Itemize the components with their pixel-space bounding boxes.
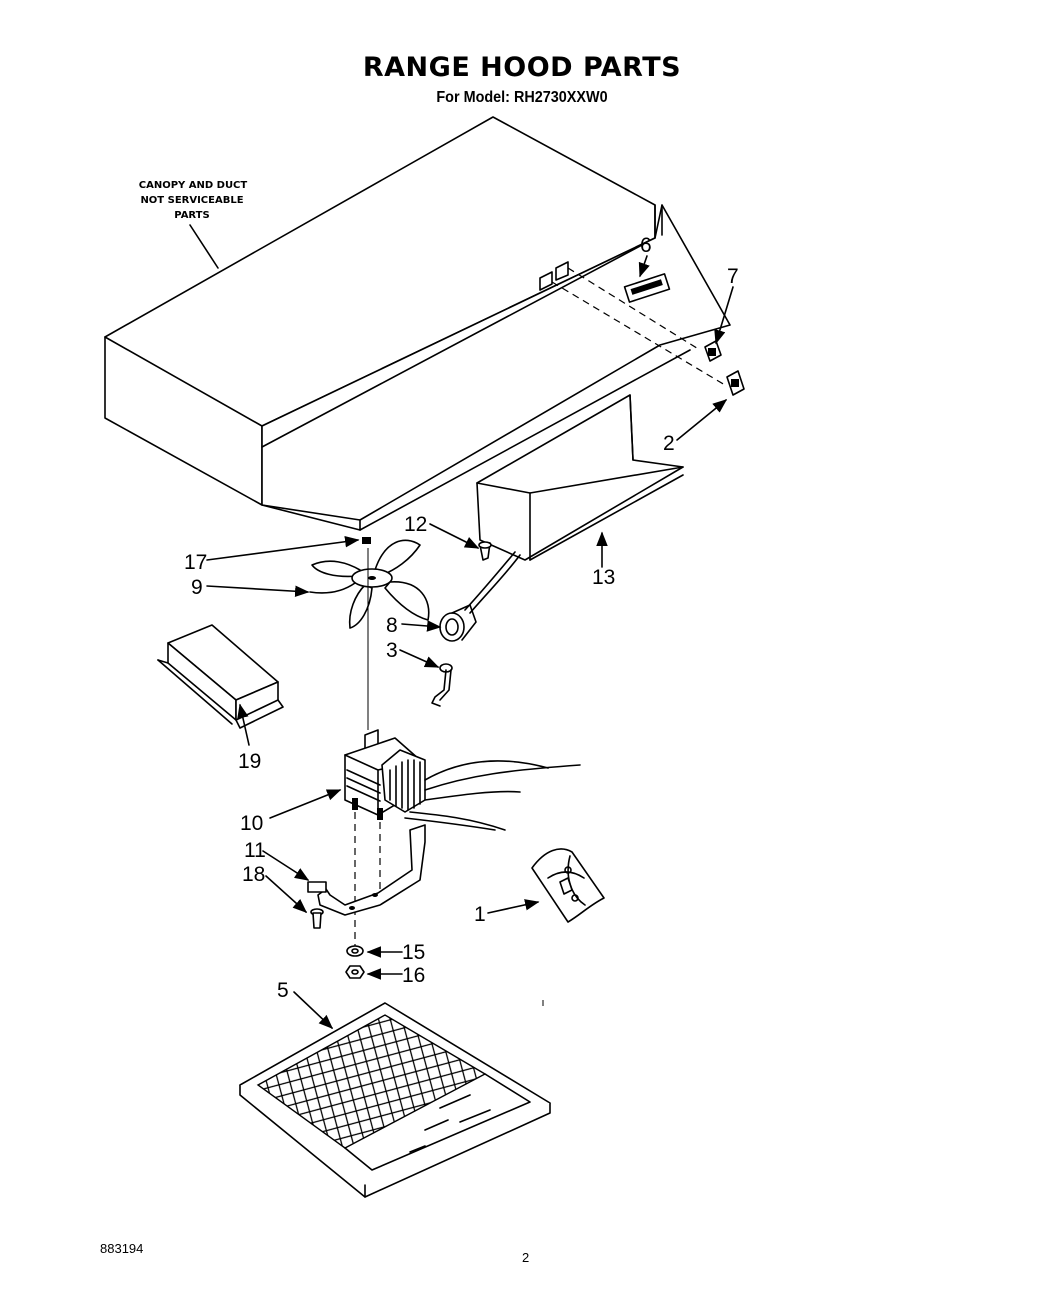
- note-line-1: CANOPY AND DUCT: [139, 180, 248, 191]
- callout-13: 13: [592, 566, 615, 589]
- fan-nut-part: [362, 537, 371, 544]
- page-title: RANGE HOOD PARTS: [362, 52, 682, 83]
- callout-2: 2: [663, 432, 675, 455]
- note-line-3: PARTS: [174, 210, 209, 221]
- callout-8: 8: [386, 614, 398, 637]
- callout-9: 9: [191, 576, 203, 599]
- callout-6: 6: [640, 234, 652, 257]
- model-subtitle: For Model: RH2730XXW0: [436, 89, 608, 106]
- callout-18: 18: [242, 863, 265, 886]
- clip-part: [431, 663, 453, 707]
- document-number: 883194: [100, 1241, 144, 1256]
- callout-1: 1: [474, 903, 486, 926]
- note-line-2: NOT SERVICEABLE: [140, 195, 243, 206]
- screw-part: [478, 541, 492, 561]
- page-number: 2: [522, 1250, 530, 1265]
- grease-filter-part: [239, 1002, 551, 1198]
- callout-16: 16: [402, 964, 425, 987]
- fan-blade-part: [309, 539, 430, 629]
- washer-part: [346, 945, 364, 957]
- callout-3: 3: [386, 639, 398, 662]
- callout-10: 10: [240, 812, 263, 835]
- canopy-hood: [104, 116, 731, 531]
- callout-labels: 6 7 2 12 13 17 9 8 3 19 10 11 18 1 15 16…: [184, 234, 739, 1002]
- light-diffuser-box-part: [157, 624, 284, 729]
- motor-bracket-part: [307, 824, 426, 916]
- lamp-socket-part: [439, 604, 477, 642]
- not-serviceable-note: CANOPY AND DUCT NOT SERVICEABLE PARTS: [139, 180, 248, 221]
- bracket-screw-part: [310, 908, 324, 929]
- blower-channel-part: [476, 394, 684, 561]
- callout-11: 11: [244, 839, 266, 862]
- callout-19: 19: [238, 750, 261, 773]
- callout-7: 7: [727, 265, 739, 288]
- mounting-clamp-part: [531, 848, 605, 923]
- callout-12: 12: [404, 513, 427, 536]
- nut-part: [345, 965, 365, 979]
- rocker-switch-part: [704, 340, 745, 396]
- callout-15: 15: [402, 941, 425, 964]
- callout-5: 5: [277, 979, 289, 1002]
- blower-motor-part: [344, 729, 581, 831]
- callout-17: 17: [184, 551, 207, 574]
